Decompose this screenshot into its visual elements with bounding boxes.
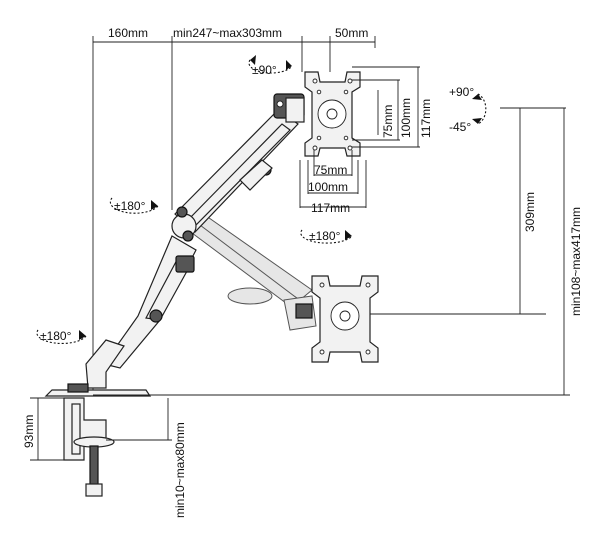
label-vesa-h-117: 117mm — [311, 201, 350, 215]
vesa-vertical-dimension-lines — [352, 66, 420, 148]
label-arm-reach: min247~max303mm — [173, 26, 282, 40]
vesa-plate-upper — [304, 71, 361, 157]
label-lift-range: 309mm — [523, 192, 537, 232]
label-swivel-joint: ±180° — [309, 229, 341, 243]
tilt-arrow — [472, 93, 487, 125]
rotation-marker-upper — [109, 197, 159, 214]
label-vesa-h-75: 75mm — [314, 163, 347, 177]
rotation-marker-head — [248, 55, 293, 74]
rotation-marker-joint — [300, 229, 353, 244]
label-plate-depth: 50mm — [335, 26, 368, 40]
label-desk-thickness: min10~max80mm — [173, 422, 187, 518]
rotation-marker-base — [36, 329, 87, 344]
label-height-range: min108~max417mm — [569, 207, 583, 316]
label-vesa-v-117: 117mm — [419, 99, 433, 138]
clamp-dimension-lines — [30, 397, 172, 461]
label-top-left-offset: 160mm — [108, 26, 148, 40]
label-clamp-height: 93mm — [22, 415, 36, 448]
lowered-arm-ghost — [179, 205, 317, 331]
lower-arm — [103, 235, 197, 369]
vesa-plate-lower — [311, 275, 379, 363]
desk-clamp — [63, 397, 115, 497]
label-swivel-base: ±180° — [40, 329, 72, 343]
label-swivel-upper: ±180° — [114, 199, 146, 213]
top-dimension-lines — [92, 36, 376, 395]
label-tilt-up: +90° — [449, 85, 474, 99]
label-tilt-down: -45° — [449, 120, 471, 134]
label-swivel-head: ±90° — [252, 63, 277, 77]
elbow-joint — [171, 206, 197, 242]
vesa-horizontal-dimension-lines — [299, 150, 367, 208]
head-joint — [273, 93, 305, 123]
label-vesa-h-100: 100mm — [308, 180, 348, 194]
label-vesa-v-75: 75mm — [381, 105, 395, 138]
label-vesa-v-100: 100mm — [399, 98, 413, 138]
height-dimension-lines — [93, 107, 570, 396]
base-column — [44, 339, 152, 397]
upper-arm — [174, 109, 299, 233]
